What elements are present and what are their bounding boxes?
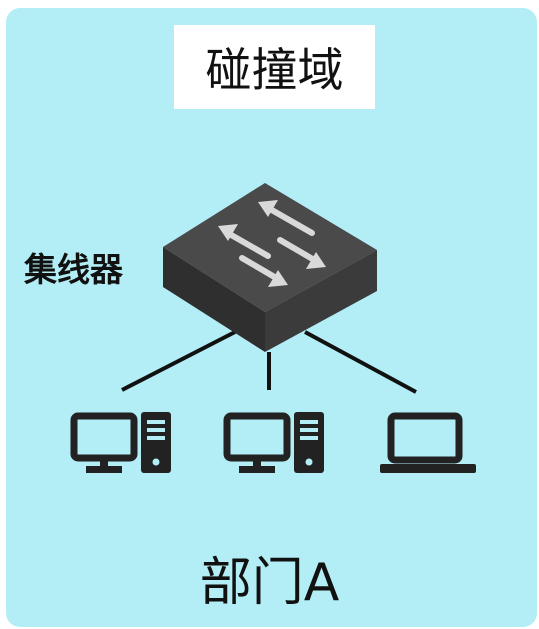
department-label: 部门A: [199, 553, 340, 613]
link-line-right: [304, 330, 417, 394]
title-box: 碰撞域: [174, 25, 375, 109]
hub-label: 集线器: [24, 250, 123, 289]
diagram-title: 碰撞域: [205, 43, 344, 97]
laptop-icon: [380, 412, 476, 473]
hub-icon: [163, 183, 377, 352]
desktop-computer-icon: [70, 412, 171, 473]
desktop-computer-icon: [223, 412, 324, 473]
link-line-left: [121, 330, 236, 392]
